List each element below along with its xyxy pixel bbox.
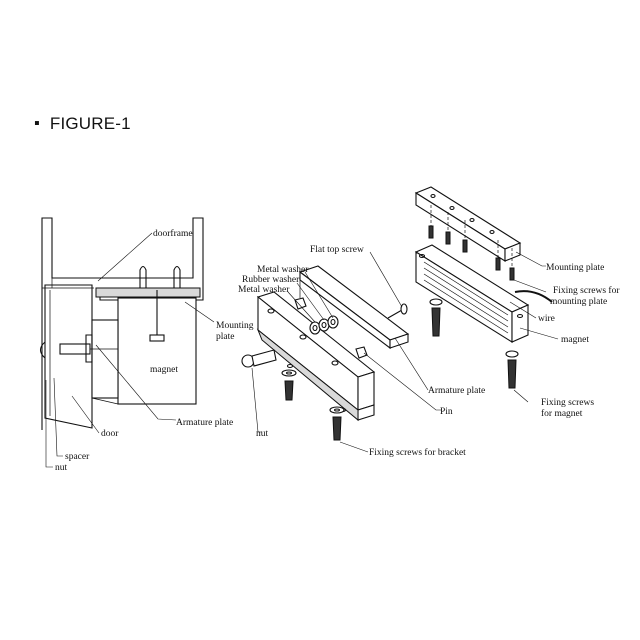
label-flat-top-screw: Flat top screw [310,245,364,255]
label-door: door [101,429,119,439]
label-fixing-screws-mounting-1: Fixing screws for [553,285,620,296]
figure-title: FIGURE-1 [49,114,131,133]
label-spacer: spacer [65,452,90,462]
label-wire: wire [538,314,555,324]
bullet-icon: ▪ [34,115,40,132]
label-fixing-screws-bracket: Fixing screws for bracket [369,447,466,458]
label-magnet-right: magnet [561,335,589,345]
figure-heading: ▪ FIGURE-1 [34,114,131,134]
bracket-leaders [251,251,442,453]
side-view-leaders [45,232,215,468]
label-armature-plate-left: Armature plate [176,418,233,428]
bracket-exploded-view [241,265,410,441]
label-pin: Pin [440,407,453,417]
side-view-assembly [39,217,204,430]
label-nut-left: nut [55,463,68,473]
label-mounting-plate-left-1: Mounting [216,321,254,331]
label-mounting-plate-right: Mounting plate [546,263,604,273]
label-fixing-screws-magnet-2: for magnet [541,408,583,419]
label-metal-washer-1: Metal washer [257,265,309,275]
label-metal-washer-2: Metal washer [238,285,290,295]
label-rubber-washer: Rubber washer [242,275,300,285]
label-armature-plate-mid: Armature plate [428,386,485,396]
magnet-leaders [509,251,559,403]
magnet-exploded-view [414,186,553,389]
label-nut-mid: nut [256,429,269,439]
label-mounting-plate-left-2: plate [216,332,234,342]
label-fixing-screws-magnet-1: Fixing screws [541,398,594,408]
label-magnet-left: magnet [150,365,178,375]
label-doorframe: doorframe [153,228,193,239]
label-fixing-screws-mounting-2: mounting plate [550,297,607,307]
